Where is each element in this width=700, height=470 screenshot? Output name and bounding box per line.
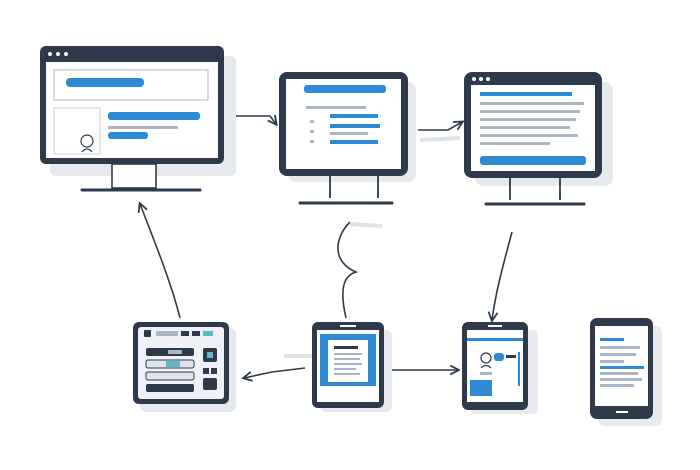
connector-large-to-medium: [222, 116, 276, 124]
content-line: [480, 92, 572, 96]
content-line: [480, 134, 578, 137]
window-dot-icon: [479, 77, 483, 81]
content-line: [108, 126, 178, 129]
content-line: [480, 102, 584, 105]
document-tablet[interactable]: [312, 322, 392, 412]
content-line: [480, 118, 576, 121]
content-bar: [108, 132, 148, 139]
home-indicator: [616, 411, 628, 413]
header-bar: [600, 338, 624, 341]
profile-tablet[interactable]: [462, 322, 538, 414]
connector-tablet-to-panel: [244, 367, 306, 378]
content-line: [330, 132, 368, 135]
control-panel-device[interactable]: [133, 322, 236, 412]
content-line: [600, 378, 642, 381]
monitor-stand: [509, 178, 561, 200]
header-bar: [66, 78, 144, 87]
content-line: [600, 384, 634, 387]
content-bar: [108, 112, 200, 120]
window-dot-icon: [48, 52, 52, 56]
content-bar: [330, 114, 378, 118]
desktop-monitor-right[interactable]: [464, 72, 613, 206]
monitor-neck: [111, 163, 157, 189]
user-icon: [480, 352, 492, 369]
content-line: [310, 130, 314, 133]
desktop-monitor-large[interactable]: [40, 46, 236, 192]
content-bar: [330, 124, 380, 128]
monitor-stand: [329, 176, 379, 198]
content-line: [600, 372, 638, 375]
window-dot-icon: [56, 52, 60, 56]
connector-right-to-profile: [492, 231, 513, 320]
desktop-monitor-medium[interactable]: [279, 72, 416, 205]
content-line: [306, 106, 366, 109]
smartphone[interactable]: [590, 318, 662, 426]
window-dot-icon: [472, 77, 476, 81]
document-icon: [328, 340, 368, 382]
window-dot-icon: [64, 52, 68, 56]
content-line: [480, 142, 550, 145]
connectors: [140, 116, 513, 378]
keypad-icon: [144, 330, 217, 392]
content-line: [310, 120, 314, 123]
content-line: [600, 346, 640, 349]
action-bar: [480, 156, 586, 165]
connector-medium-to-right: [418, 122, 462, 131]
connector-shadows: [284, 136, 461, 358]
connector-tablet-upward: [337, 221, 359, 319]
content-line: [310, 140, 314, 143]
content-bar: [330, 140, 378, 144]
content-line: [480, 126, 570, 129]
connector-panel-to-large: [140, 204, 181, 319]
content-bar: [600, 366, 644, 369]
content-line: [600, 353, 636, 356]
header-bar: [304, 85, 386, 93]
window-dot-icon: [486, 77, 490, 81]
content-line: [480, 110, 580, 113]
user-icon: [80, 134, 94, 153]
content-line: [600, 360, 624, 363]
